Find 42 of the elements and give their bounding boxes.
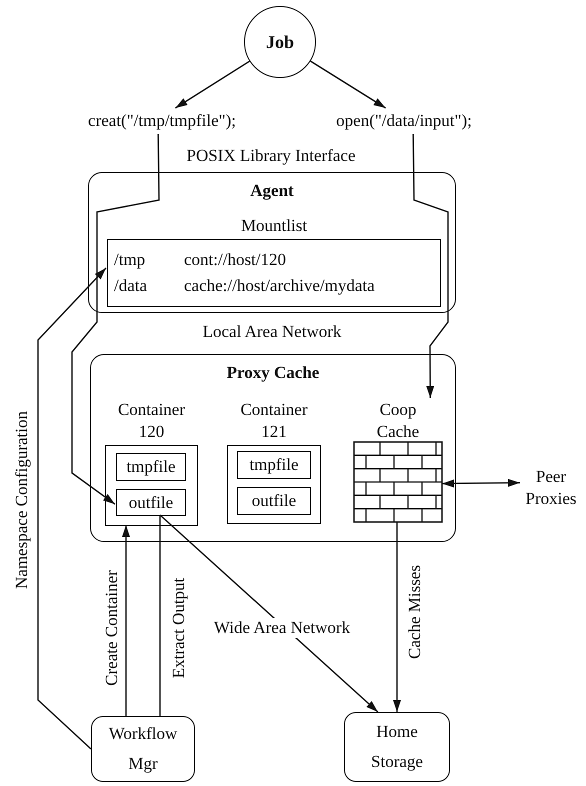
component-panel: [88, 172, 456, 313]
arrow: [175, 60, 250, 109]
file-box: [116, 453, 186, 481]
process-box: [344, 712, 450, 782]
network-label: POSIX Library Interface: [186, 146, 356, 166]
arrow: [160, 514, 378, 713]
component-panel: [90, 354, 456, 542]
process-circle: [244, 6, 316, 78]
panel-title: Proxy Cache: [226, 363, 320, 383]
table-title: Mountlist: [240, 215, 308, 237]
file-name: tmpfile: [126, 457, 176, 477]
arrow: [71, 134, 160, 505]
table-cell-text: /tmp: [114, 249, 146, 271]
code-text: open("/data/input");: [336, 110, 472, 132]
node-title: Job: [266, 32, 294, 52]
file-box: [237, 487, 311, 515]
node-label: Workflow Mgr: [108, 723, 178, 775]
file-name: outfile: [252, 491, 296, 511]
node-label: Peer Proxies: [524, 466, 578, 510]
edge-label: Namespace Configuration: [12, 409, 32, 591]
column-title: Container 121: [239, 399, 309, 443]
table-cell-text: /data: [114, 275, 148, 297]
file-box: [116, 489, 186, 516]
edge-label: Wide Area Network: [212, 618, 352, 638]
process-box: [91, 716, 195, 782]
arrow: [37, 268, 106, 750]
network-label: Local Area Network: [202, 322, 342, 342]
table-cell-text: cont://host/120: [184, 249, 287, 271]
node-label: Home Storage: [370, 721, 424, 773]
table-cell-text: cache://host/archive/mydata: [184, 275, 376, 297]
column-title: Coop Cache: [376, 399, 420, 443]
arrow: [393, 522, 401, 712]
arrow: [412, 134, 449, 398]
arrow: [310, 60, 386, 109]
code-text: creat("/tmp/tmpfile");: [88, 110, 236, 132]
panel-title: Agent: [250, 181, 294, 201]
arrow: [442, 478, 520, 488]
arrow: [122, 525, 130, 716]
file-name: outfile: [128, 492, 174, 512]
file-box: [237, 451, 311, 479]
column-title: Container 120: [116, 399, 186, 443]
file-name: tmpfile: [249, 455, 299, 475]
